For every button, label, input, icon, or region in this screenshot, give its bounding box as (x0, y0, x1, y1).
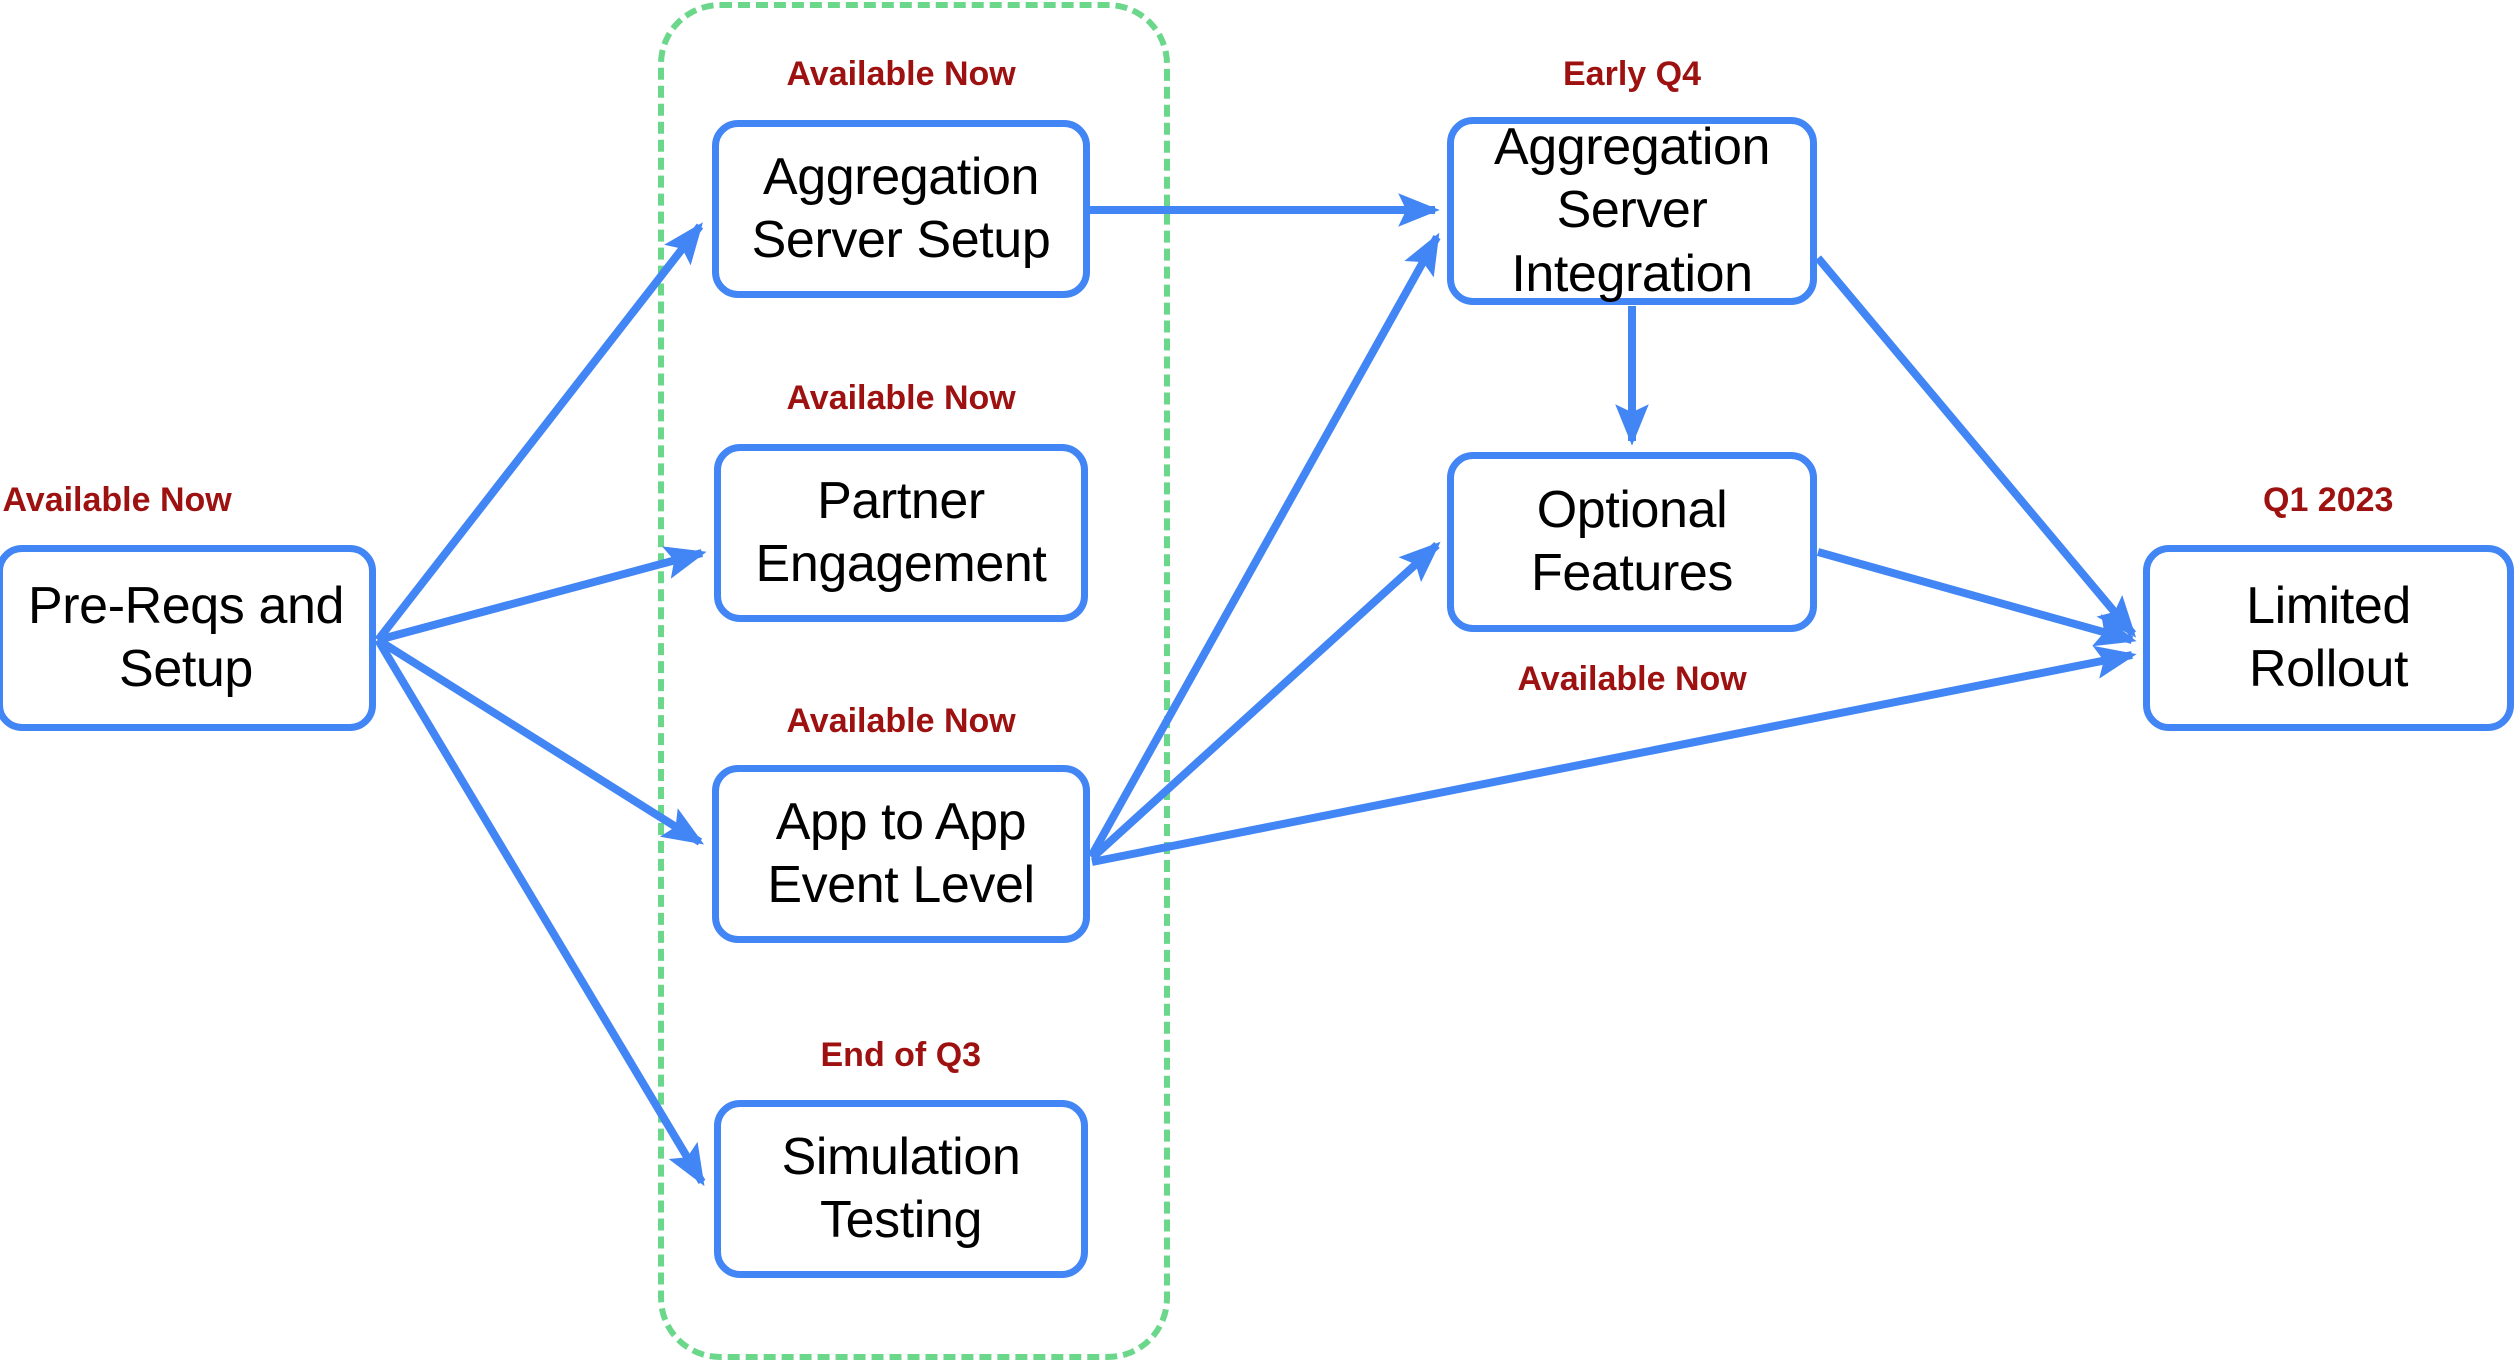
edge-optional-features-to-limited-rollout (1816, 548, 2137, 647)
status-app-to-app-event-level: Available Now (786, 701, 1016, 740)
status-pre-reqs: Available Now (2, 480, 232, 519)
node-optional-features[interactable]: Optional Features (1447, 452, 1817, 632)
status-partner-engagement: Available Now (786, 378, 1016, 417)
edge-app-to-app-to-limited-rollout (1091, 645, 2137, 866)
edge-app-to-app-to-agg-integration (1088, 232, 1441, 857)
edge-prereqs-to-partner-engagement (376, 546, 707, 644)
node-aggregation-server-integration[interactable]: Aggregation Server Integration (1447, 117, 1817, 305)
edge-prereqs-to-app-to-app (375, 636, 705, 846)
edge-prereqs-to-aggregation-server-setup (374, 222, 704, 643)
node-pre-reqs[interactable]: Pre-Reqs and Setup (0, 545, 376, 731)
edge-agg-integration-to-limited-rollout (1814, 255, 2137, 638)
node-label-aggregation-server-integration: Aggregation Server Integration (1493, 117, 1771, 303)
node-simulation-testing[interactable]: Simulation Testing (714, 1100, 1088, 1278)
node-partner-engagement[interactable]: Partner Engagement (714, 444, 1088, 622)
node-aggregation-server-setup[interactable]: Aggregation Server Setup (712, 120, 1090, 298)
status-simulation-testing: End of Q3 (820, 1035, 982, 1074)
status-optional-features: Available Now (1517, 659, 1747, 698)
node-label-simulation-testing: Simulation Testing (781, 1127, 1021, 1249)
node-label-aggregation-server-setup: Aggregation Server Setup (751, 147, 1051, 269)
node-label-optional-features: Optional Features (1530, 480, 1733, 602)
node-label-pre-reqs: Pre-Reqs and Setup (27, 576, 345, 698)
status-aggregation-server-integration: Early Q4 (1563, 54, 1701, 93)
edge-app-to-app-to-optional-features (1089, 541, 1441, 861)
node-limited-rollout[interactable]: Limited Rollout (2143, 545, 2514, 731)
status-aggregation-server-setup: Available Now (786, 54, 1016, 93)
node-label-limited-rollout: Limited Rollout (2246, 576, 2411, 698)
middle-phase-group-boundary (658, 2, 1170, 1360)
node-label-app-to-app-event-level: App to App Event Level (767, 792, 1035, 914)
edge-prereqs-to-simulation-testing (374, 637, 706, 1187)
node-app-to-app-event-level[interactable]: App to App Event Level (712, 765, 1090, 943)
status-limited-rollout: Q1 2023 (2263, 480, 2394, 519)
node-label-partner-engagement: Partner Engagement (755, 471, 1047, 593)
